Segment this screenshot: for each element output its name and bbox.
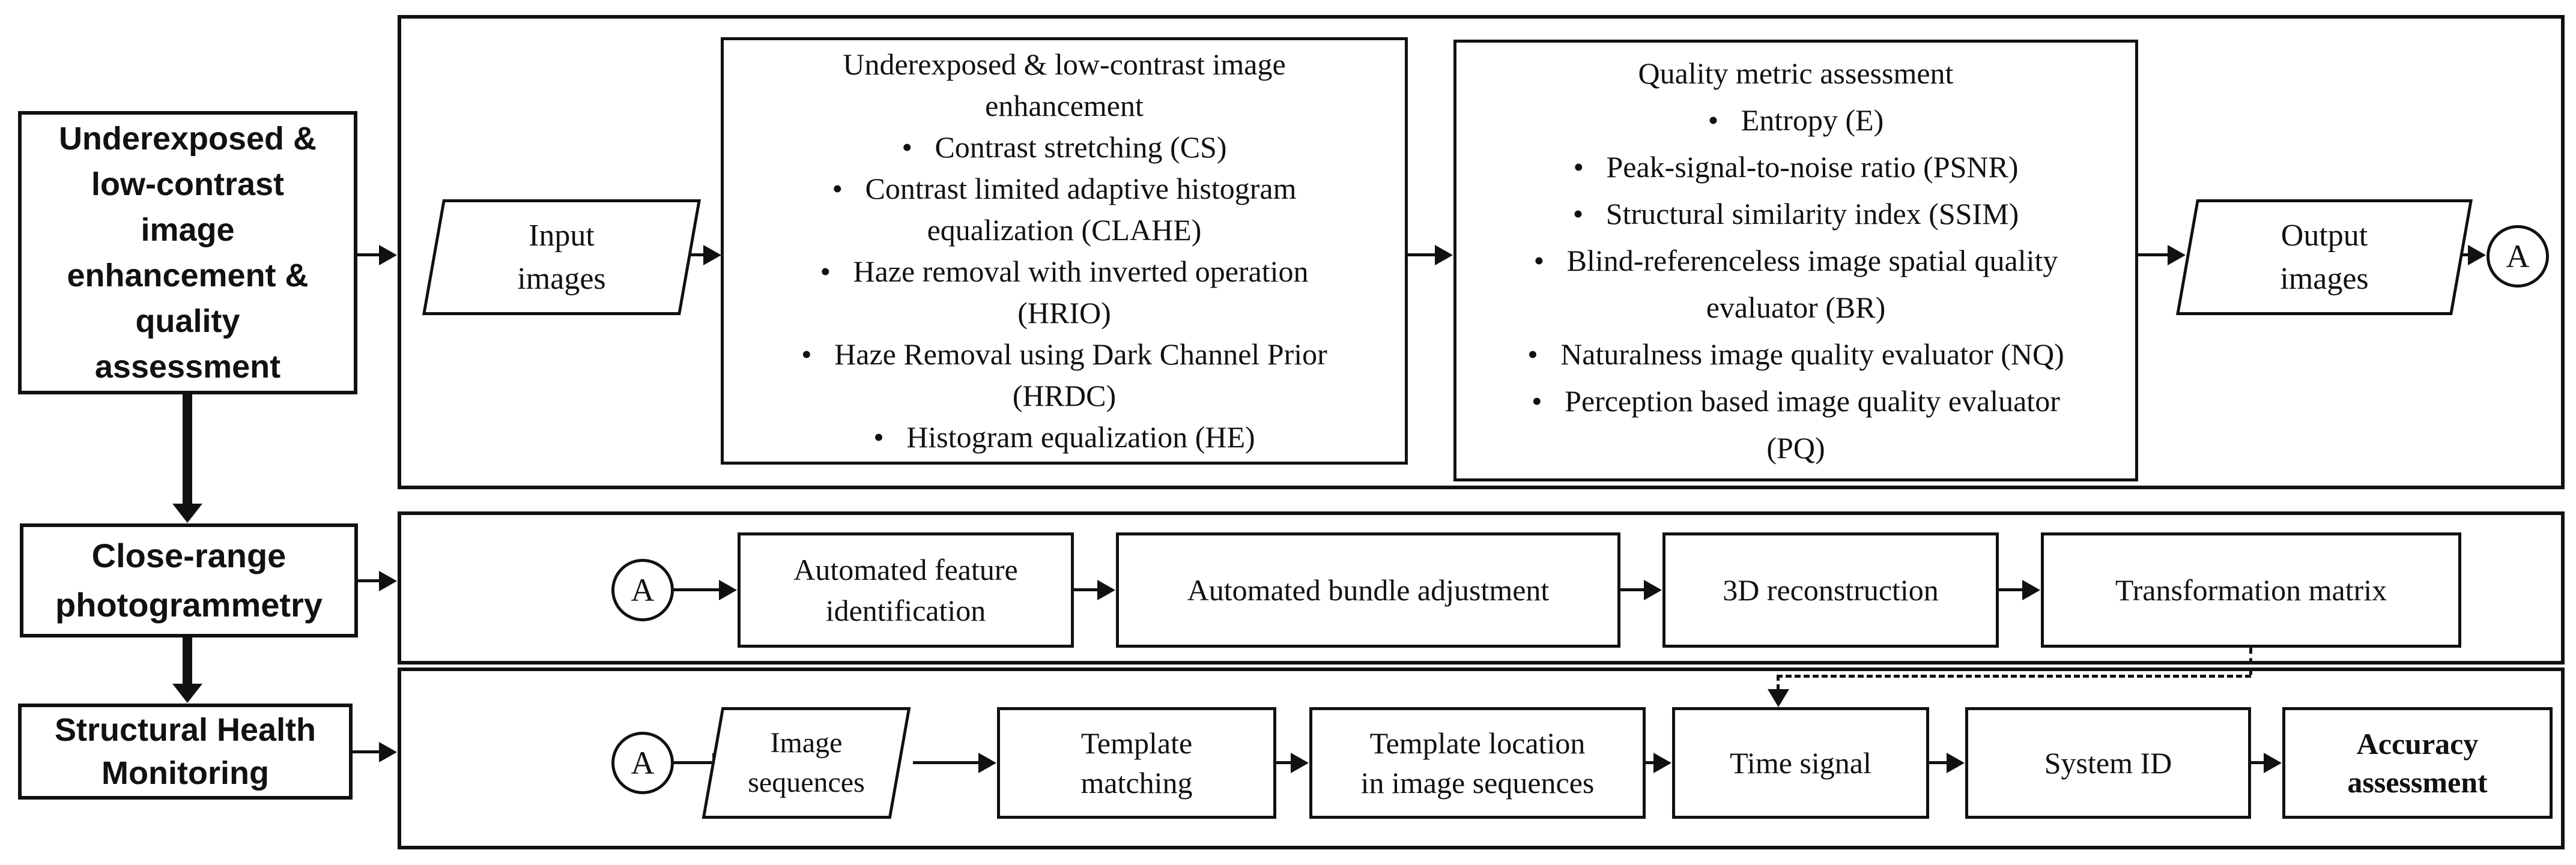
process-line: Template (1080, 726, 1193, 760)
flow-arrow (1276, 761, 1291, 764)
flow-arrow (913, 761, 979, 764)
flow-arrow (1620, 588, 1644, 591)
label-line: photogrammetry (55, 586, 323, 624)
process-line: Automated feature (793, 553, 1018, 586)
process-line: identification (825, 594, 986, 627)
process-line: (HRDC) (1012, 379, 1117, 412)
process-box-time-signal: Time signal (1672, 707, 1929, 819)
io-label-line: Output (2281, 218, 2368, 253)
label-line: assessment (94, 349, 281, 385)
connector-circle-a-row2: A (611, 559, 674, 621)
io-parallelogram-input: Input images (422, 199, 702, 315)
io-label-line: images (2280, 261, 2369, 296)
process-box-transformation-matrix: Transformation matrix (2041, 532, 2461, 648)
process-line: Accuracy (2356, 727, 2479, 761)
flow-arrow (1646, 761, 1654, 764)
io-label-line: sequences (748, 767, 865, 798)
dashed-connector-horizontal (1777, 675, 2251, 678)
process-line: 3D reconstruction (1723, 573, 1939, 607)
process-line: Transformation matrix (2115, 573, 2387, 607)
io-label-line: Input (529, 218, 595, 253)
process-line: • Peak-signal-to-noise ratio (PSNR) (1573, 150, 2019, 184)
process-line: enhancement (985, 89, 1144, 122)
process-line: • Contrast stretching (CS) (902, 130, 1227, 164)
process-line: • Blind-referenceless image spatial qual… (1533, 244, 2058, 277)
process-line: Automated bundle adjustment (1187, 573, 1550, 607)
process-line: • Entropy (E) (1708, 103, 1884, 137)
process-box-system-id: System ID (1965, 707, 2251, 819)
flow-arrow (1999, 588, 2023, 591)
flow-arrow (2461, 253, 2468, 256)
process-line: • Haze Removal using Dark Channel Prior (801, 337, 1327, 371)
label-line: quality (135, 303, 240, 339)
flow-arrow (674, 761, 713, 764)
dashed-connector-drop (2249, 648, 2252, 675)
connector-circle-a-row1: A (2487, 225, 2549, 288)
process-line: • Contrast limited adaptive histogram (832, 172, 1297, 205)
dashed-connector-drop2 (1777, 675, 1780, 690)
process-box-accuracy-assessment: Accuracy assessment (2282, 707, 2553, 819)
process-line: • Perception based image quality evaluat… (1532, 384, 2060, 418)
process-line: (PQ) (1766, 431, 1825, 465)
flow-arrow (1074, 588, 1098, 591)
thick-down-arrow-1 (183, 394, 192, 504)
label-line: low-contrast (91, 166, 285, 202)
process-line: equalization (CLAHE) (927, 213, 1202, 247)
process-line: (HRIO) (1017, 296, 1111, 330)
flow-arrow (1408, 253, 1435, 256)
process-box-template-matching: Template matching (997, 707, 1276, 819)
process-box-feature-identification: Automated feature identification (738, 532, 1074, 648)
flow-arrow (1929, 761, 1947, 764)
label-box-enhancement-assessment: Underexposed & low-contrast image enhanc… (18, 111, 357, 394)
process-line: • Histogram equalization (HE) (873, 420, 1255, 454)
process-line: Template location (1369, 726, 1586, 760)
process-line: Quality metric assessment (1638, 56, 1954, 90)
process-line: • Naturalness image quality evaluator (N… (1527, 337, 2064, 371)
process-line: System ID (2044, 746, 2172, 780)
flow-arrow (353, 750, 380, 753)
process-line: assessment (2347, 765, 2488, 799)
label-line: Structural Health (54, 712, 317, 748)
process-line: Time signal (1730, 746, 1871, 780)
thick-down-arrow-2 (183, 637, 192, 684)
process-line: in image sequences (1360, 766, 1595, 800)
flow-arrow (358, 579, 380, 582)
flow-arrow (2138, 253, 2168, 256)
io-parallelogram-image-sequences: Image sequences (702, 707, 911, 819)
connector-circle-a-row3: A (611, 732, 674, 794)
label-line: Monitoring (102, 755, 269, 791)
io-label-line: Image (770, 727, 843, 759)
label-box-photogrammetry: Close-range photogrammetry (20, 523, 358, 637)
process-line: matching (1080, 766, 1193, 800)
label-line: Close-range (91, 537, 286, 574)
process-line: evaluator (BR) (1706, 291, 1886, 324)
process-box-bundle-adjustment: Automated bundle adjustment (1116, 532, 1620, 648)
process-line: • Structural similarity index (SSIM) (1572, 197, 2019, 231)
io-label-line: images (517, 261, 606, 296)
flow-arrow (674, 588, 720, 591)
label-box-shm: Structural Health Monitoring (18, 704, 353, 800)
process-box-quality-metrics: Quality metric assessment • Entropy (E) … (1453, 40, 2138, 481)
label-line: enhancement & (67, 258, 309, 294)
process-box-template-location: Template location in image sequences (1309, 707, 1646, 819)
io-parallelogram-output: Output images (2175, 199, 2473, 315)
flow-arrow (691, 253, 704, 256)
process-box-image-enhancement: Underexposed & low-contrast image enhanc… (721, 37, 1408, 465)
dashed-arrowhead (1768, 689, 1789, 707)
label-line: image (141, 212, 235, 248)
process-box-3d-reconstruction: 3D reconstruction (1662, 532, 1999, 648)
label-line: Underexposed & (58, 121, 317, 157)
flow-arrow (2251, 761, 2264, 764)
flow-arrow (357, 253, 380, 256)
process-line: Underexposed & low-contrast image (843, 47, 1286, 81)
process-line: • Haze removal with inverted operation (820, 255, 1309, 288)
